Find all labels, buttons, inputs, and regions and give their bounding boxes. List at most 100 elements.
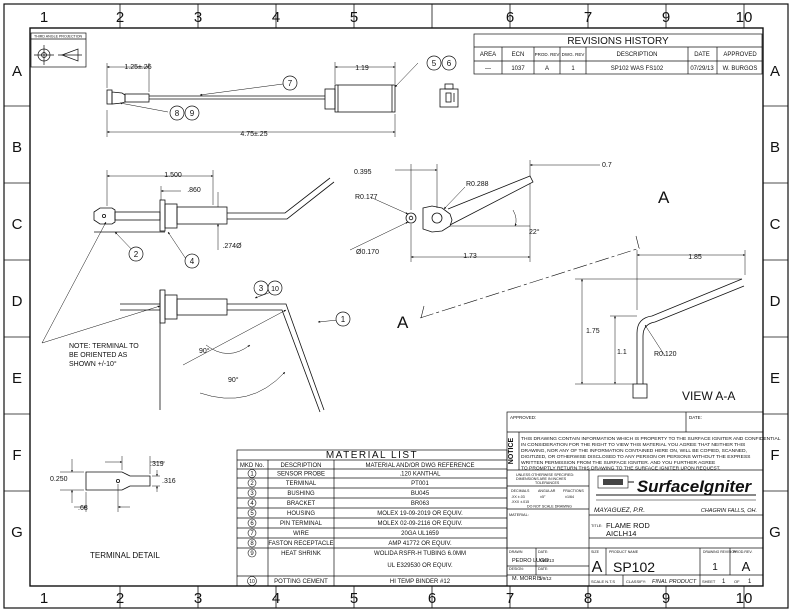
classify: FINAL PRODUCT (652, 579, 697, 585)
terminal-detail-dimensions (60, 456, 165, 512)
dim-0.395: 0.395 (354, 169, 372, 176)
size-label: SIZE (591, 550, 600, 554)
no-scale: DO NOT SCALE DRAWING (527, 505, 572, 509)
drawing-rev-label: DRAWING REVISION (703, 550, 737, 554)
ml-mark: 10 (249, 579, 255, 585)
tol-col: ANGULAR (538, 489, 556, 493)
zone-row-left: E (12, 370, 22, 387)
dim-.316: .316 (162, 478, 176, 485)
balloon-9: 9 (190, 109, 195, 118)
balloon-1: 1 (341, 315, 346, 324)
zone-col-top: 9 (662, 9, 670, 26)
of: 1 (748, 579, 752, 585)
drawn-date: 7/29/13 (539, 558, 555, 563)
ml-mark: 7 (250, 531, 254, 537)
drawing-rev: 1 (712, 562, 718, 573)
ml-mark: 9 (250, 551, 254, 557)
zone-col-top: 10 (736, 9, 753, 26)
product-label: PRODUCT NAME (609, 550, 639, 554)
tolerance-text: DIMENSIONS ARE IN INCHES (516, 477, 567, 481)
balloon-5: 5 (432, 59, 437, 68)
revisions-title: REVISIONS HISTORY (567, 36, 669, 47)
logo-text: SurfaceIgniter (637, 477, 753, 496)
balloon-3: 3 (259, 284, 264, 293)
zone-col-top: 6 (506, 9, 514, 26)
ml-header: MATERIAL AND/OR DWG REFERENCE (365, 463, 474, 469)
design-date-label: DATE: (538, 567, 548, 571)
drawing-border (3, 3, 789, 609)
zone-row-right: F (770, 447, 779, 464)
radius-0.288: R0.288 (466, 181, 489, 188)
tol-val: .XX ±.03 (511, 495, 525, 499)
dim-.319: .319 (150, 461, 164, 468)
zone-col-top: 3 (194, 9, 202, 26)
date-label: DATE: (689, 415, 702, 420)
dim-0.7: 0.7 (602, 162, 612, 169)
ml-desc: HOUSING (287, 511, 315, 517)
tol-val: ±1/64 (565, 495, 574, 499)
note-line: SHOWN +/-10° (69, 360, 117, 368)
ml-desc: BRACKET (287, 501, 316, 507)
section-label-a1: A (658, 188, 670, 207)
drawn-label: DRAWN (509, 550, 523, 554)
balloon-6: 6 (447, 59, 452, 68)
dim-.274: .274Ø (222, 243, 242, 250)
balloon-4: 4 (190, 257, 195, 266)
ml-ref: BU045 (411, 491, 430, 497)
balloons (128, 55, 457, 327)
zone-row-right: A (770, 63, 780, 80)
dim-4.75: 4.75±.25 (240, 131, 267, 138)
notice-line: DRAWING, NOR ANY OF THE INFORMATION CONT… (521, 448, 747, 454)
dim-.860: .860 (187, 187, 201, 194)
tolerance-text: TOLERANCES (535, 481, 560, 485)
section-line (419, 235, 641, 319)
zone-row-left: C (12, 216, 23, 233)
zone-col-bottom: 10 (736, 590, 753, 607)
zone-col-bottom: 7 (506, 590, 514, 607)
zone-col-top: 5 (350, 9, 358, 26)
zone-col-bottom: 8 (584, 590, 592, 607)
material-list-title: MATERIAL LIST (326, 450, 418, 461)
drawn-date-label: DATE: (538, 550, 548, 554)
sheet: 1 (722, 579, 726, 585)
zone-col-bottom: 3 (194, 590, 202, 607)
balloon-7: 7 (288, 79, 293, 88)
tolerance-text: UNLESS OTHERWISE SPECIFIED: (516, 473, 574, 477)
ml-mark: 6 (250, 521, 254, 527)
dim-1.19: 1.19 (355, 65, 369, 72)
prod-rev: A (742, 559, 751, 574)
zone-col-top: 1 (40, 9, 48, 26)
dim-1.85: 1.85 (688, 254, 702, 261)
rev-cell: SP102 WAS FS102 (611, 66, 664, 72)
zone-row-right: B (770, 139, 780, 156)
drawn-by: PEDRO LUGO (512, 558, 549, 564)
ml-mark: 4 (250, 501, 254, 507)
notice-line: DIGITIZED, OR OTHERWISE DISCLOSED TO ANY… (521, 454, 751, 460)
dim-1.25: 1.25±.25 (124, 64, 151, 71)
view-a-a-label: VIEW A-A (682, 389, 735, 403)
rev-cell: W. BURGOS (723, 66, 758, 72)
location-left: MAYAGUEZ, P.R. (594, 507, 645, 514)
projection-label: THIRD ANGLE PROJECTION (34, 35, 83, 39)
radius-0.177: R0.177 (355, 194, 378, 201)
zone-row-right: D (770, 293, 781, 310)
rev-header: AREA (480, 52, 496, 58)
view-a-a-dimensions (575, 250, 746, 385)
angle-90-a: 90° (199, 347, 210, 355)
zone-row-right: C (770, 216, 781, 233)
ml-mark: 8 (250, 541, 254, 547)
ml-desc: POTTING CEMENT (274, 579, 328, 585)
tol-val: ±5° (540, 495, 546, 499)
material-list-marks (247, 469, 257, 586)
zone-row-left: F (12, 447, 21, 464)
front-view-dimensions (182, 287, 339, 399)
angle-90-b: 90° (228, 376, 239, 384)
notice-line: TO PROMPTLY RETURN THIS DRAWING TO THE S… (521, 466, 720, 472)
ml-desc: FASTON RECEPTACLE (268, 541, 333, 547)
rev-header: DATE (694, 52, 710, 58)
rev-header: PROD. REV (535, 52, 560, 57)
location-right: CHAGRIN FALLS, OH. (701, 508, 757, 514)
zone-col-bottom: 4 (272, 590, 280, 607)
ml-ref: PT001 (411, 481, 429, 487)
